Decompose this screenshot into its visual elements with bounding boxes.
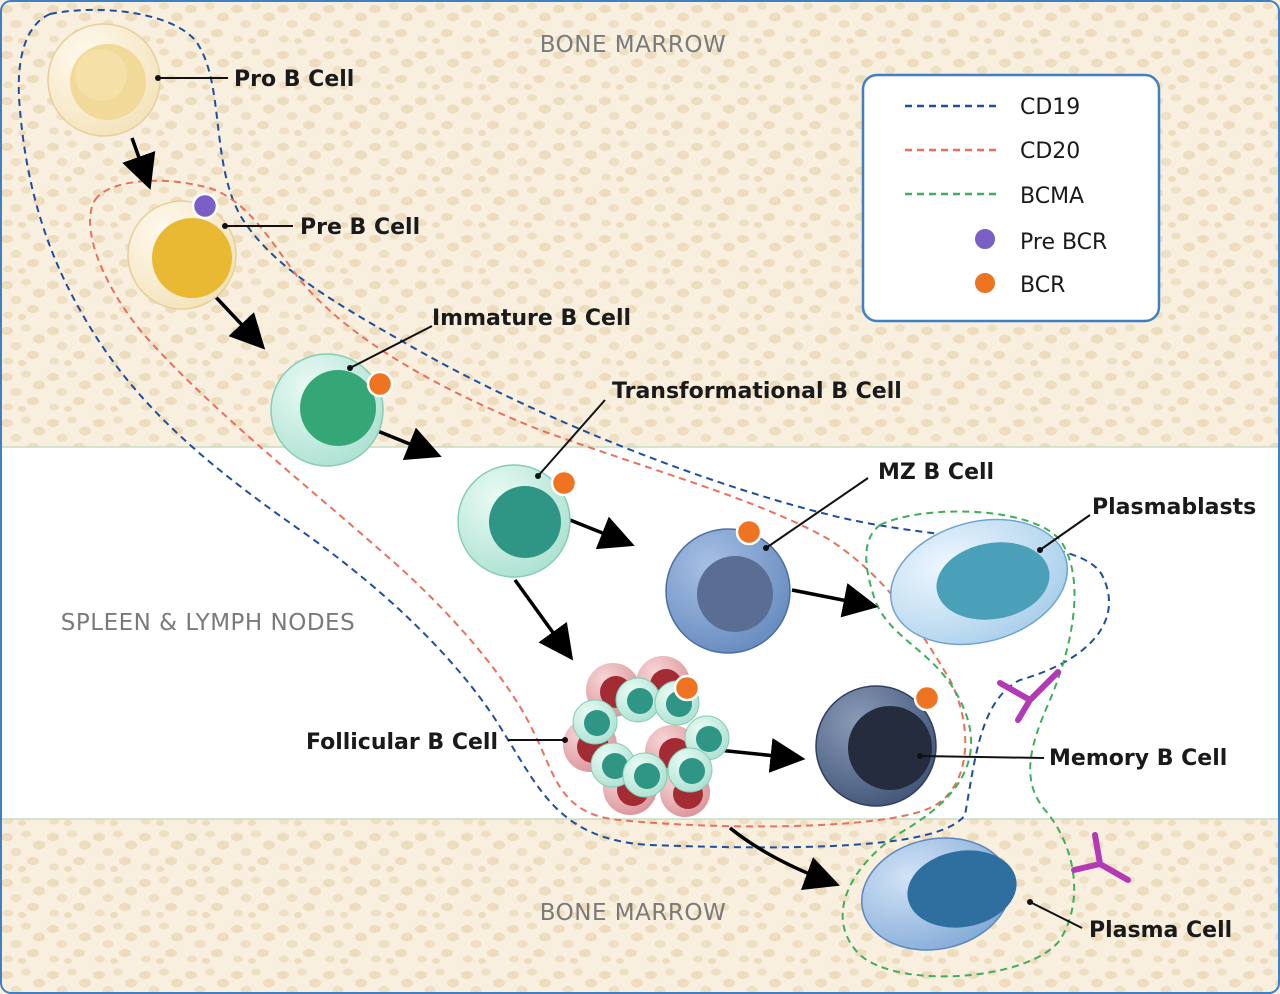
bcr-receptor — [735, 518, 763, 546]
arrow-transformational-to-follicular — [513, 578, 574, 661]
transformational-b-cell — [457, 464, 578, 578]
legend-swatch-pre-bcr — [973, 227, 997, 251]
label-follicular-b-cell: Follicular B Cell — [306, 730, 498, 755]
mz-b-cell — [665, 518, 791, 654]
label-pre-b-cell: Pre B Cell — [300, 215, 420, 240]
arrow-transformational-to-mz — [569, 516, 635, 550]
arrow-to-plasma-cell — [728, 826, 840, 890]
legend-box — [861, 73, 1161, 323]
label-memory-b-cell: Memory B Cell — [1049, 746, 1227, 771]
legend-label-bcr: BCR — [1020, 273, 1065, 298]
bone-marrow-bottom-region — [0, 819, 1280, 994]
legend-swatch-bcr — [973, 271, 997, 295]
follicular-b-cell-cluster — [563, 656, 730, 817]
region-label-bone-marrow-bottom: BONE MARROW — [540, 900, 726, 926]
antibody-icon — [1071, 832, 1131, 883]
antibody-icon — [997, 669, 1061, 723]
legend: CD19 CD20 BCMA Pre BCR BCR — [861, 73, 1161, 323]
arrow-pre-to-immature — [210, 291, 266, 350]
immature-b-cell — [270, 353, 394, 467]
memory-b-cell — [815, 684, 941, 807]
bcma-boundary — [841, 510, 1076, 978]
label-plasma-cell: Plasma Cell — [1089, 918, 1232, 943]
arrow-pro-to-pre — [122, 137, 156, 190]
legend-label-pre-bcr: Pre BCR — [1020, 230, 1107, 255]
region-label-spleen-lymph: SPLEEN & LYMPH NODES — [61, 610, 355, 636]
bcr-receptor — [550, 469, 578, 497]
bcr-receptor — [673, 674, 701, 702]
pre-b-cell — [127, 192, 237, 310]
arrow-mz-to-plasmablasts — [791, 583, 879, 618]
region-label-bone-marrow-top: BONE MARROW — [540, 32, 726, 58]
label-leader-lines — [158, 77, 1091, 929]
label-transformational-b-cell: Transformational B Cell — [612, 379, 902, 404]
legend-label-bcma: BCMA — [1020, 184, 1084, 209]
pro-b-cell — [47, 23, 161, 137]
bcr-receptor — [913, 684, 941, 712]
label-pro-b-cell: Pro B Cell — [234, 67, 354, 92]
bcr-receptor — [366, 370, 394, 398]
pre-bcr-receptor — [191, 192, 219, 220]
legend-label-cd19: CD19 — [1020, 95, 1080, 120]
plasma-cell — [861, 837, 1017, 951]
legend-label-cd20: CD20 — [1020, 139, 1080, 164]
cd20-boundary — [89, 179, 967, 828]
label-leader-dots — [155, 75, 1043, 905]
arrow-immature-to-transformational — [374, 427, 442, 461]
label-plasmablasts: Plasmablasts — [1092, 495, 1256, 520]
label-mz-b-cell: MZ B Cell — [878, 460, 994, 485]
arrow-follicular-to-memory — [717, 738, 806, 773]
label-immature-b-cell: Immature B Cell — [432, 306, 631, 331]
plasmablast-cell — [889, 518, 1069, 646]
